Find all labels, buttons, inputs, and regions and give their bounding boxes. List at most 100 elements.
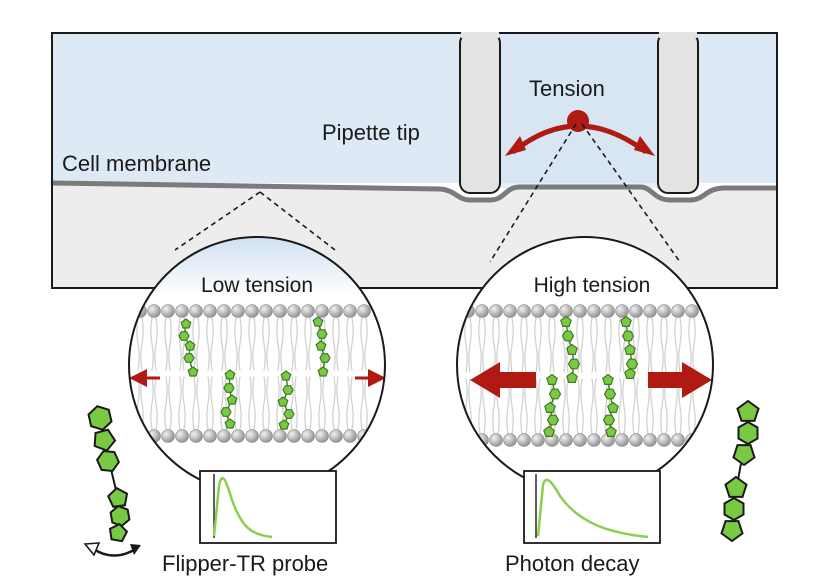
lipid-tail: [140, 316, 144, 371]
probe-ring: [737, 420, 759, 446]
lipid-tail: [520, 316, 524, 373]
lipid-tail: [150, 376, 154, 431]
lipid-tail: [650, 316, 654, 373]
lipid-head: [573, 433, 587, 447]
probe-ring: [602, 373, 614, 385]
lipid-tail: [322, 376, 326, 431]
probe-ring: [548, 388, 562, 400]
label-pipette-tip: Pipette tip: [322, 120, 420, 145]
lipid-head: [329, 304, 343, 318]
lipid-tail: [262, 316, 266, 371]
lipid-tail: [234, 376, 238, 431]
lipid-tail: [154, 316, 158, 371]
lipid-head: [629, 433, 643, 447]
lipid-heads-top: [461, 304, 699, 318]
lipid-tail: [266, 376, 270, 431]
lipid-tail: [594, 316, 598, 373]
lipid-head: [203, 429, 217, 443]
lipid-tail: [636, 378, 640, 435]
zoom-lines: [174, 123, 681, 263]
pipette-wall-right: [657, 32, 699, 194]
red-arrow-right-icon: [648, 362, 712, 398]
lipid-tail: [266, 316, 270, 371]
probe-ring: [183, 353, 195, 363]
lipid-tail: [464, 316, 468, 373]
probe-ring: [546, 414, 560, 426]
probe-ring: [220, 407, 232, 417]
lipid-tail: [538, 316, 542, 373]
lipid-head: [559, 433, 573, 447]
probe-ring: [108, 522, 129, 543]
probe-ring: [312, 316, 324, 327]
lipid-tail: [562, 378, 566, 435]
lipid-head: [657, 304, 671, 318]
lipid-tail: [350, 376, 354, 431]
lipid-tail: [238, 316, 242, 371]
lipid-tail: [580, 316, 584, 373]
label-high-tension: High tension: [534, 274, 651, 297]
lipid-tail: [182, 376, 186, 431]
lipid-tail: [364, 376, 368, 431]
probe-ring: [282, 385, 294, 395]
lipid-tail: [618, 378, 622, 435]
lipid-head: [531, 433, 545, 447]
lipid-tail: [608, 316, 612, 373]
lipid-head: [175, 429, 189, 443]
lipid-tail: [478, 316, 482, 373]
lipid-head: [587, 433, 601, 447]
probe-ring: [224, 369, 236, 380]
lipid-tail: [552, 316, 556, 373]
label-cell-membrane: Cell membrane: [62, 151, 211, 176]
lipid-tail: [646, 316, 650, 373]
pipette-wall-left: [459, 32, 501, 194]
probe-ring: [546, 373, 558, 385]
lipid-tail: [566, 378, 570, 435]
lipid-tail: [192, 376, 196, 431]
lipid-head: [245, 304, 259, 318]
flipper-probe-twisted: [87, 405, 131, 543]
lipid-tail: [336, 376, 340, 431]
panel-border: [51, 32, 778, 289]
lipid-head: [503, 433, 517, 447]
lipid-tail: [248, 376, 252, 431]
lipid-tail: [210, 316, 214, 371]
lipid-tail: [468, 316, 472, 373]
probe-ring: [560, 315, 572, 327]
lipid-tail: [538, 378, 542, 435]
lipid-tail: [154, 376, 158, 431]
lipid-head: [357, 304, 371, 318]
lipid-head: [301, 304, 315, 318]
lipid-head: [475, 304, 489, 318]
red-arrow-left-icon: [470, 362, 536, 398]
lipid-tail: [618, 316, 622, 373]
lipid-tail: [332, 376, 336, 431]
lipid-tail: [206, 316, 210, 371]
probe-ring: [315, 340, 327, 351]
red-arrow-right-icon: [634, 136, 655, 156]
membrane-probes: [178, 316, 331, 430]
probe-ring: [603, 388, 617, 400]
lipid-tail: [262, 376, 266, 431]
probe-ring: [544, 401, 556, 413]
decay-curve: [536, 478, 649, 539]
probe-ring: [620, 315, 632, 327]
lipid-head: [287, 304, 301, 318]
lipid-head: [315, 429, 329, 443]
lipid-head: [343, 304, 357, 318]
lipid-tail: [360, 376, 364, 431]
lipid-head: [301, 429, 315, 443]
probe-ring: [602, 414, 616, 426]
low-tension-bubble: Low tension: [128, 236, 386, 494]
lipid-head: [517, 433, 531, 447]
probe-ring: [316, 329, 328, 339]
lipid-head: [189, 304, 203, 318]
probe-ring: [224, 418, 236, 429]
lipid-tail: [280, 316, 284, 371]
probe-ring: [732, 444, 756, 467]
probe-ring: [621, 330, 635, 342]
cell-membrane-line: [51, 180, 777, 203]
lipid-tail: [664, 316, 668, 373]
lipid-head: [601, 304, 615, 318]
lipid-tail: [220, 376, 224, 431]
lipid-head: [629, 304, 643, 318]
